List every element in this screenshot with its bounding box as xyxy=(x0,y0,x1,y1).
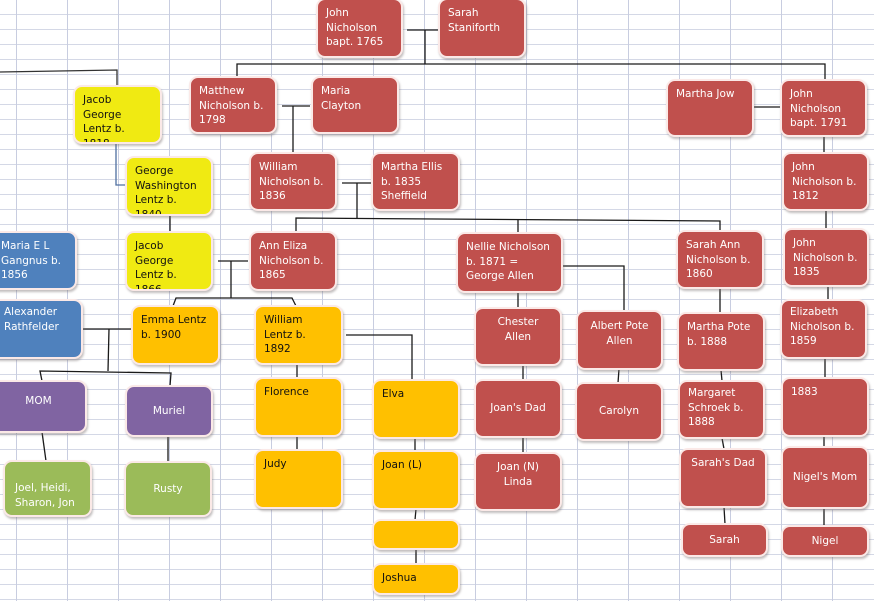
person-box[interactable]: John Nicholson b. 1812 xyxy=(782,152,869,211)
connector xyxy=(172,297,297,307)
connector xyxy=(721,437,725,450)
person-box[interactable]: Maria E L Gangnus b. 1856 xyxy=(0,231,77,290)
person-box[interactable]: MOM xyxy=(0,380,87,433)
connector xyxy=(720,369,723,382)
person-box[interactable]: William Lentz b. 1892 xyxy=(254,305,343,365)
person-box[interactable]: Carolyn xyxy=(575,382,663,441)
person-box[interactable]: John Nicholson bapt. 1765 xyxy=(316,0,403,58)
connector xyxy=(0,69,118,86)
person-box[interactable]: William Nicholson b. 1836 xyxy=(249,152,337,211)
connector xyxy=(723,506,726,525)
person-box[interactable]: Sarah Staniforth xyxy=(438,0,526,58)
person-box[interactable]: Nigel's Mom xyxy=(781,446,869,509)
connector xyxy=(617,368,620,384)
person-box[interactable]: Matthew Nicholson b. 1798 xyxy=(189,76,277,134)
person-box[interactable]: Martha Jow xyxy=(666,79,754,137)
person-box[interactable]: John Nicholson bapt. 1791 xyxy=(780,79,867,137)
person-box[interactable]: Martha Pote b. 1888 xyxy=(677,312,765,371)
person-box[interactable]: Emma Lentz b. 1900 xyxy=(131,305,220,365)
person-box[interactable]: Margaret Schroek b. 1888 xyxy=(678,380,765,439)
person-box[interactable]: George Washington Lentz b. 1840 xyxy=(125,156,213,216)
person-box[interactable]: Albert Pote Allen xyxy=(576,310,663,370)
person-box[interactable]: Maria Clayton xyxy=(311,76,399,134)
person-box[interactable]: Sarah xyxy=(681,523,768,557)
connector xyxy=(39,370,172,387)
person-box[interactable]: Muriel xyxy=(125,385,213,437)
connector xyxy=(295,217,721,232)
person-box[interactable]: Elva xyxy=(372,379,460,439)
person-box[interactable]: Sarah Ann Nicholson b. 1860 xyxy=(676,230,764,289)
person-box[interactable]: Joan's Dad xyxy=(474,379,562,438)
person-box[interactable]: Joshua xyxy=(372,563,460,595)
person-box[interactable]: Martha Ellis b. 1835 Sheffield xyxy=(371,152,460,211)
person-box[interactable]: Jacob George Lentz b. 1818 xyxy=(73,85,162,144)
connector xyxy=(115,143,126,186)
connector xyxy=(414,508,417,521)
connector xyxy=(41,431,47,462)
person-box[interactable]: Rusty xyxy=(124,461,212,517)
person-box[interactable]: Nellie Nicholson b. 1871 = George Allen xyxy=(456,232,563,293)
connector xyxy=(562,265,625,311)
person-box-empty[interactable] xyxy=(372,519,460,550)
person-box[interactable]: Joan (N) Linda xyxy=(474,452,562,511)
person-box[interactable]: Sarah's Dad xyxy=(679,448,767,508)
person-box[interactable]: Judy xyxy=(254,449,343,509)
person-box[interactable]: 1883 xyxy=(781,377,869,437)
person-box[interactable]: Ann Eliza Nicholson b. 1865 xyxy=(249,231,337,291)
connector xyxy=(346,334,413,380)
person-box[interactable]: Nigel xyxy=(781,525,869,557)
person-box[interactable]: John Nicholson b. 1835 xyxy=(783,228,869,287)
person-box[interactable]: Chester Allen xyxy=(474,307,562,366)
person-box[interactable]: Alexander Rathfelder xyxy=(0,299,83,359)
person-box[interactable]: Elizabeth Nicholson b. 1859 xyxy=(780,299,867,359)
person-box[interactable]: Florence xyxy=(254,377,343,437)
connector xyxy=(236,63,826,79)
person-box[interactable]: Joel, Heidi, Sharon, Jon xyxy=(3,460,92,517)
person-box[interactable]: Jacob George Lentz b. 1866 xyxy=(125,231,213,291)
person-box[interactable]: Joan (L) xyxy=(372,450,460,510)
connector xyxy=(107,328,110,372)
